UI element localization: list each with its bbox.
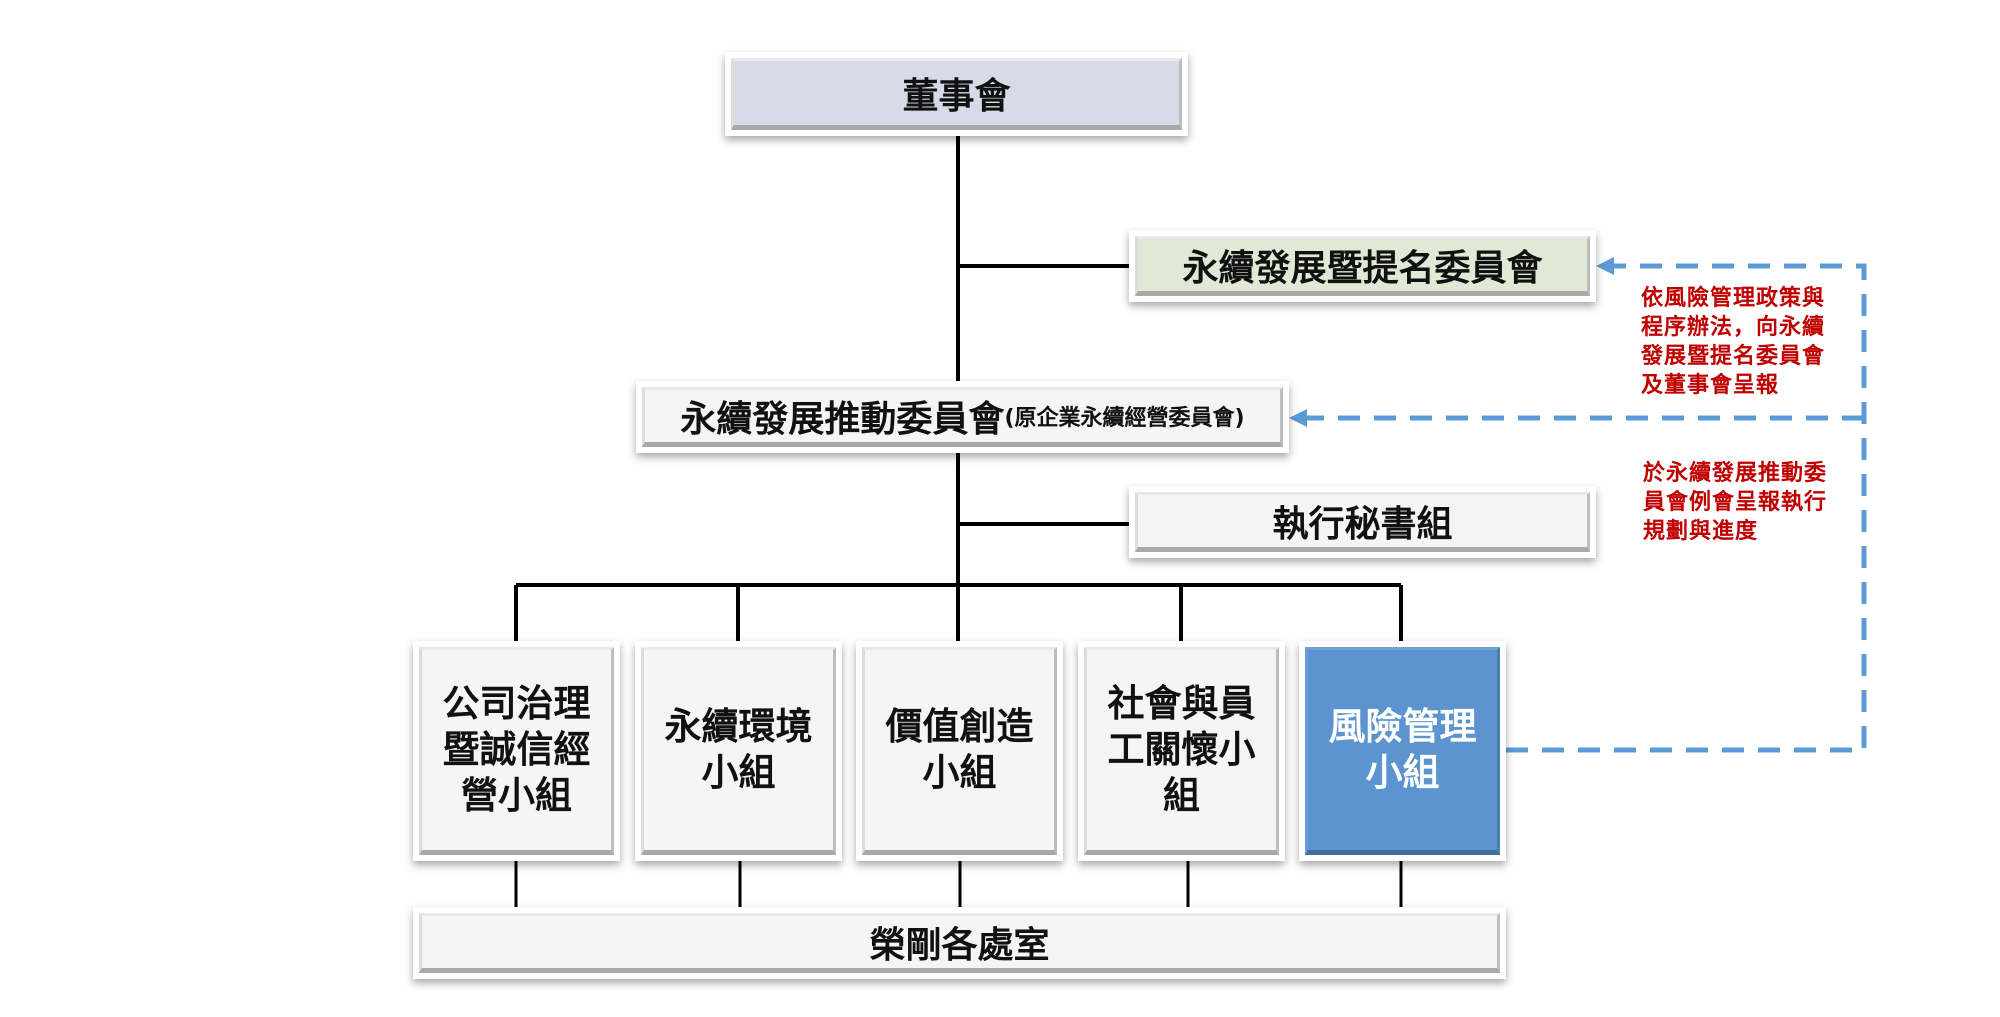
arrowhead-to-nomination-icon: [1596, 257, 1614, 275]
group-label-line: 永續環境: [664, 705, 813, 748]
group-label-line: 公司治理: [442, 682, 591, 725]
group-label-line: 暨誠信經: [442, 728, 591, 771]
arrowhead-to-promotion-icon: [1289, 409, 1307, 427]
note-report-to-promotion: 於永續發展推動委 員會例會呈報執行 規劃與進度: [1643, 459, 1827, 546]
note-line: 於永續發展推動委: [1643, 461, 1828, 486]
departments-label: 榮剛各處室: [869, 925, 1050, 966]
promotion-committee-sublabel: (原企業永續經營委員會): [1004, 406, 1245, 431]
note-line: 員會例會呈報執行: [1643, 490, 1828, 515]
group-label-line: 小組: [1365, 751, 1440, 794]
group-label-line: 小組: [922, 751, 997, 794]
note-line: 規劃與進度: [1643, 519, 1759, 544]
departments-box: 榮剛各處室: [413, 907, 1506, 979]
group-label-line: 工關懷小: [1107, 728, 1256, 771]
note-line: 程序辦法，向永續: [1641, 315, 1826, 340]
group-label-line: 社會與員: [1107, 682, 1256, 725]
group-label-line: 小組: [701, 751, 776, 794]
group-label-line: 營小組: [461, 774, 572, 817]
nomination-committee-label: 永續發展暨提名委員會: [1182, 248, 1543, 289]
note-line: 及董事會呈報: [1641, 373, 1780, 398]
group-label-line: 風險管理: [1328, 705, 1477, 748]
group-label-line: 組: [1163, 774, 1200, 817]
promotion-committee-box: 永續發展推動委員會(原企業永續經營委員會): [636, 381, 1289, 453]
secretariat-box: 執行秘書組: [1129, 486, 1596, 558]
note-line: 依風險管理政策與: [1641, 286, 1826, 311]
group-box-risk-management: 風險管理 小組: [1299, 641, 1506, 861]
group-box-social-employee-care: 社會與員 工關懷小 組: [1078, 641, 1285, 861]
group-label-line: 價值創造: [885, 705, 1034, 748]
group-box-environment: 永續環境 小組: [635, 641, 842, 861]
board-box: 董事會: [725, 52, 1188, 136]
group-box-value-creation: 價值創造 小組: [856, 641, 1063, 861]
secretariat-label: 執行秘書組: [1272, 504, 1453, 545]
group-box-governance: 公司治理 暨誠信經 營小組: [413, 641, 620, 861]
note-report-to-board: 依風險管理政策與 程序辦法，向永續 發展暨提名委員會 及董事會呈報: [1641, 284, 1825, 400]
promotion-committee-label: 永續發展推動委員會: [680, 399, 1005, 440]
nomination-committee-box: 永續發展暨提名委員會: [1129, 230, 1596, 302]
note-line: 發展暨提名委員會: [1641, 344, 1826, 369]
board-label: 董事會: [902, 76, 1011, 117]
